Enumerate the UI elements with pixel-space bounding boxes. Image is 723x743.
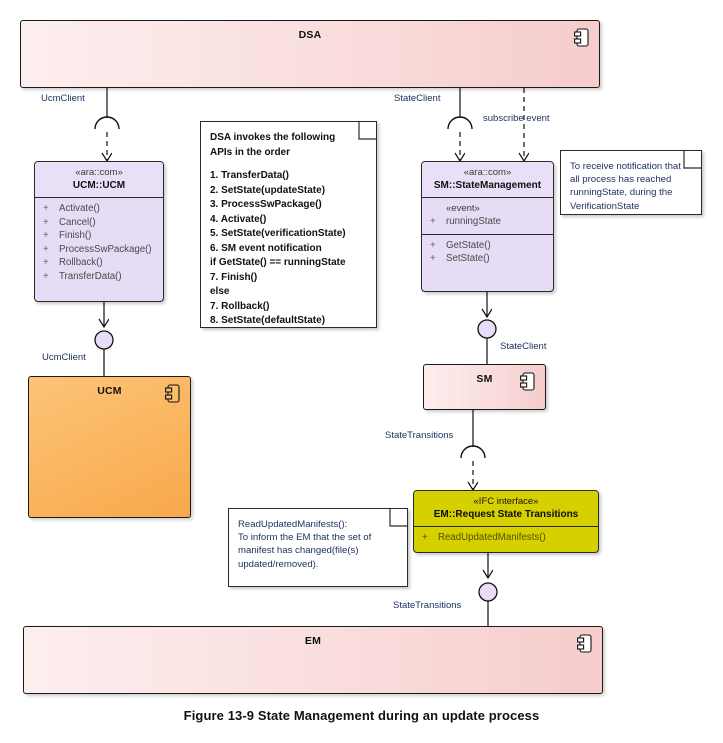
note-spacer: [210, 160, 368, 169]
component-icon: [520, 372, 535, 391]
class-em-request-state-transitions-operations: + ReadUpdatedManifests(): [414, 527, 598, 550]
class-sm-statemanagement-attributes: «event» + runningState: [422, 198, 553, 234]
note-line: 4. Activate(): [210, 213, 267, 225]
operation-row[interactable]: + Rollback(): [37, 256, 161, 270]
component-ucm-label: UCM: [97, 385, 122, 397]
visibility-marker: +: [430, 239, 436, 251]
attribute-row[interactable]: + runningState: [424, 215, 551, 229]
edge-label-ucm-client-bottom: UcmClient: [42, 352, 86, 363]
operation-label: ProcessSwPackage(): [59, 243, 152, 255]
operation-row[interactable]: + Cancel(): [37, 216, 161, 230]
visibility-marker: +: [430, 253, 436, 264]
note-line: DSA invokes the following: [210, 132, 336, 143]
note-line: 1. TransferData(): [210, 170, 289, 181]
class-ucm-ucm-header: «ara::com» UCM::UCM: [35, 162, 163, 198]
class-ucm-ucm-name: UCM::UCM: [72, 180, 126, 191]
note-line: 8. SetState(defaultState): [210, 315, 326, 326]
note-line: runningState, during the: [570, 187, 673, 199]
note-line: 5. SetState(verificationState): [210, 228, 346, 239]
note-line: 2. SetState(updateState): [210, 184, 326, 196]
note-fold-icon: [678, 151, 701, 174]
visibility-marker: +: [43, 257, 49, 268]
class-em-request-state-transitions-stereotype: «IFC interface»: [473, 496, 539, 507]
event-stereotype: «event»: [446, 203, 480, 214]
operation-row[interactable]: + TransferData(): [37, 270, 161, 284]
operation-label: Cancel(): [59, 216, 96, 228]
operation-label: Rollback(): [59, 257, 103, 268]
note-line: all process has reached: [570, 174, 672, 186]
operation-row[interactable]: + ReadUpdatedManifests(): [416, 531, 596, 545]
visibility-marker: +: [43, 270, 49, 282]
component-sm[interactable]: SM: [423, 364, 546, 410]
figure-caption: Figure 13-9 State Management during an u…: [183, 708, 540, 723]
class-sm-statemanagement-operations: + GetState() + SetState(): [422, 233, 553, 271]
note-subscribe-event[interactable]: To receive notification that all process…: [560, 150, 702, 215]
note-api-order-body: DSA invokes the following APIs in the or…: [201, 122, 376, 335]
visibility-marker: +: [43, 216, 49, 228]
note-fold-icon: [353, 122, 376, 145]
operation-row[interactable]: + SetState(): [424, 252, 551, 266]
visibility-marker: +: [422, 532, 428, 543]
component-sm-label: SM: [476, 373, 493, 385]
operation-label: TransferData(): [59, 270, 122, 282]
note-api-order[interactable]: DSA invokes the following APIs in the or…: [200, 121, 377, 328]
visibility-marker: +: [43, 230, 49, 241]
note-line: VerificationState: [570, 200, 640, 212]
note-subscribe-event-body: To receive notification that all process…: [561, 151, 701, 219]
component-ucm[interactable]: UCM: [28, 376, 191, 518]
edge-label-state-client-top: StateClient: [394, 93, 441, 104]
operation-label: Finish(): [59, 230, 92, 241]
operation-label: ReadUpdatedManifests(): [438, 532, 546, 543]
note-read-updated-manifests-body: ReadUpdatedManifests(): To inform the EM…: [229, 509, 407, 577]
note-line: if GetState() == runningState: [210, 257, 346, 268]
note-line: APIs in the order: [210, 146, 291, 158]
attribute-label: runningState: [446, 216, 501, 227]
note-line: 6. SM event notification: [210, 242, 322, 254]
note-line: updated/removed).: [238, 558, 319, 570]
component-em[interactable]: EM: [23, 626, 603, 694]
component-icon: [577, 634, 592, 653]
edge-label-state-transitions-sm: StateTransitions: [385, 430, 454, 441]
class-sm-statemanagement-stereotype: «ara::com»: [463, 167, 512, 178]
class-ucm-ucm[interactable]: «ara::com» UCM::UCM +Activate() +Cancel(…: [34, 161, 164, 302]
edge-label-ucm-client-top: UcmClient: [41, 93, 85, 104]
operation-label: GetState(): [446, 239, 491, 251]
note-line: manifest has changed(file(s): [238, 545, 359, 557]
note-line: 7. Finish(): [210, 271, 258, 283]
class-em-request-state-transitions-name: EM::Request State Transitions: [433, 509, 579, 520]
component-dsa-label: DSA: [298, 29, 322, 41]
class-sm-statemanagement[interactable]: «ara::com» SM::StateManagement «event» +…: [421, 161, 554, 292]
edge-label-state-client-bottom: StateClient: [500, 341, 547, 352]
class-sm-statemanagement-header: «ara::com» SM::StateManagement: [422, 162, 553, 198]
visibility-marker: +: [430, 216, 436, 227]
operation-row[interactable]: + Activate(): [37, 202, 161, 216]
operation-row[interactable]: + ProcessSwPackage(): [37, 243, 161, 257]
visibility-marker: +: [43, 203, 49, 214]
component-em-label: EM: [304, 635, 322, 647]
class-em-request-state-transitions[interactable]: «IFC interface» EM::Request State Transi…: [413, 490, 599, 553]
edge-label-subscribe-event: subscribe event: [483, 113, 550, 124]
note-line: 7. Rollback(): [210, 300, 270, 312]
note-line: ReadUpdatedManifests():: [238, 519, 348, 530]
operation-label: Activate(): [59, 203, 100, 214]
class-em-request-state-transitions-header: «IFC interface» EM::Request State Transi…: [414, 491, 598, 527]
component-icon: [574, 28, 589, 47]
class-ucm-ucm-stereotype: «ara::com»: [75, 167, 123, 178]
operation-row[interactable]: + Finish(): [37, 229, 161, 243]
operation-label: SetState(): [446, 253, 490, 264]
note-line: To inform the EM that the set of: [238, 532, 372, 544]
note-line: else: [210, 286, 230, 297]
class-ucm-ucm-operations: + Activate() + Cancel() + Finish() + Process…: [35, 198, 163, 288]
note-line: To receive notification that: [570, 161, 681, 172]
note-read-updated-manifests[interactable]: ReadUpdatedManifests(): To inform the EM…: [228, 508, 408, 587]
visibility-marker: +: [43, 243, 49, 255]
operation-row[interactable]: + GetState(): [424, 239, 551, 253]
note-fold-icon: [384, 509, 407, 532]
class-sm-statemanagement-name: SM::StateManagement: [433, 180, 542, 191]
note-line: 3. ProcessSwPackage(): [210, 199, 322, 210]
edge-label-state-transitions-em: StateTransitions: [393, 600, 462, 611]
component-icon: [165, 384, 180, 403]
component-dsa[interactable]: DSA: [20, 20, 600, 88]
